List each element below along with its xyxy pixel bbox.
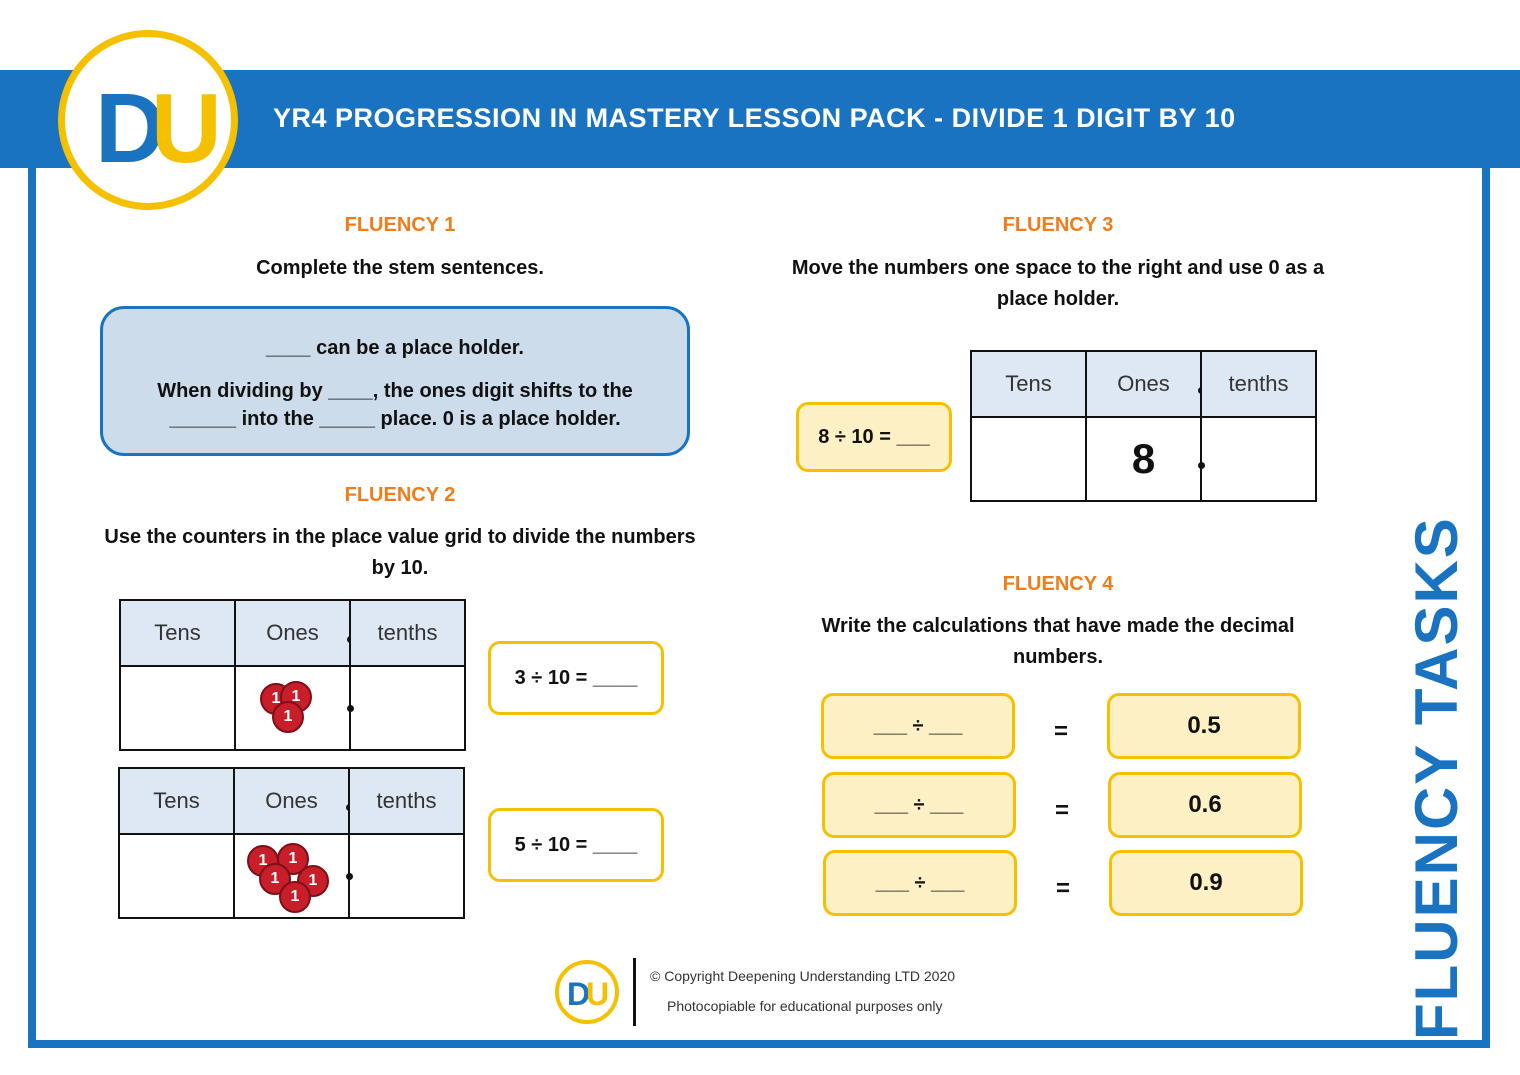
grid1-header-ones: Ones [234,599,354,667]
equals-sign: = [1056,875,1071,902]
grid3-header-ones: Ones [1085,350,1205,418]
grid2-header-tens: Tens [118,767,235,835]
fluency1-instruction: Complete the stem sentences. [256,257,544,279]
grid3-tens-cell [970,416,1087,502]
stem-line-1: ____ can be a place holder. [266,337,524,359]
decimal-answer-3: 0.9 [1109,850,1303,916]
fluency4-instruction-line1: Write the calculations that have made th… [821,615,1295,637]
blank-calc-1[interactable]: ___ ÷ ___ [821,693,1015,759]
fluency2-instruction-line1: Use the counters in the place value grid… [104,526,696,548]
grid2-tens-cell [118,833,235,919]
fluency2-instruction: Use the counters in the place value grid… [60,522,740,584]
footer-du-logo: D U [555,960,619,1024]
equals-sign: = [1055,797,1070,824]
du-logo: D U [58,30,238,210]
fluency4-instruction-line2: numbers. [1012,646,1104,668]
grid1-header-ones-label: Ones [266,620,319,645]
header-bar [0,70,1520,168]
logo-letter-d: D [95,73,166,183]
footer-logo-letter-u: U [586,976,610,1012]
grid3-header-tens: Tens [970,350,1087,418]
fluency-tasks-side-title: FLUENCY TASKS [1403,516,1470,1040]
grid1-header-tenths: tenths [349,599,466,667]
grid2-ones-cell: 1 1 1 1 1 [233,833,353,919]
fluency2-title: FLUENCY 2 [344,484,456,506]
calc-box-3-div-10[interactable]: 3 ÷ 10 = ____ [488,641,664,715]
grid3-tenths-cell [1200,416,1317,502]
ones-digit: 8 [1131,435,1156,482]
counter: 1 [279,881,311,913]
grid2-tenths-cell [348,833,465,919]
grid3-header-tenths: tenths [1200,350,1317,418]
place-value-grid-1: Tens Ones tenths 1 1 1 [119,599,466,751]
place-value-grid-3: Tens Ones tenths 8 [970,350,1317,502]
fluency3-instruction-line1: Move the numbers one space to the right … [791,257,1325,279]
stem-line-3: ______ into the _____ place. 0 is a plac… [169,408,621,430]
fluency4-instruction: Write the calculations that have made th… [760,611,1356,673]
footer-logo-letter-d: D [567,976,591,1012]
copyright-text: © Copyright Deepening Understanding LTD … [650,968,956,984]
grid2-header-tenths: tenths [348,767,465,835]
calc-box-8-div-10[interactable]: 8 ÷ 10 = ___ [796,402,952,472]
stem-line-2: When dividing by ____, the ones digit sh… [157,380,633,402]
calc-box-5-div-10[interactable]: 5 ÷ 10 = ____ [488,808,664,882]
blank-calc-3[interactable]: ___ ÷ ___ [823,850,1017,916]
decimal-answer-1: 0.5 [1107,693,1301,759]
fluency3-instruction: Move the numbers one space to the right … [740,253,1376,315]
grid1-tenths-cell [349,665,466,751]
footer-divider [633,958,636,1026]
fluency4-title: FLUENCY 4 [1002,573,1114,595]
fluency3-title: FLUENCY 3 [1002,214,1114,236]
fluency1-title: FLUENCY 1 [344,214,456,236]
grid2-header-ones: Ones [233,767,353,835]
place-value-grid-2: Tens Ones tenths 1 1 1 1 1 [118,767,465,919]
blank-calc-2[interactable]: ___ ÷ ___ [822,772,1016,838]
grid3-header-ones-label: Ones [1117,371,1170,396]
equals-sign: = [1054,718,1069,745]
grid2-header-ones-label: Ones [265,788,318,813]
page-title: YR4 PROGRESSION IN MASTERY LESSON PACK -… [273,103,1236,133]
photocopiable-note: Photocopiable for educational purposes o… [667,998,943,1014]
page-frame [28,168,1490,1048]
fluency2-instruction-line2: by 10. [371,557,429,579]
grid1-header-tens: Tens [119,599,236,667]
stem-sentence-box: ____ can be a place holder. When dividin… [100,306,690,456]
decimal-answer-2: 0.6 [1108,772,1302,838]
grid3-ones-cell: 8 [1085,416,1205,502]
grid1-tens-cell [119,665,236,751]
grid1-ones-cell: 1 1 1 [234,665,354,751]
fluency3-instruction-line2: place holder. [996,288,1120,310]
counter: 1 [272,701,304,733]
logo-letter-u: U [151,73,222,183]
